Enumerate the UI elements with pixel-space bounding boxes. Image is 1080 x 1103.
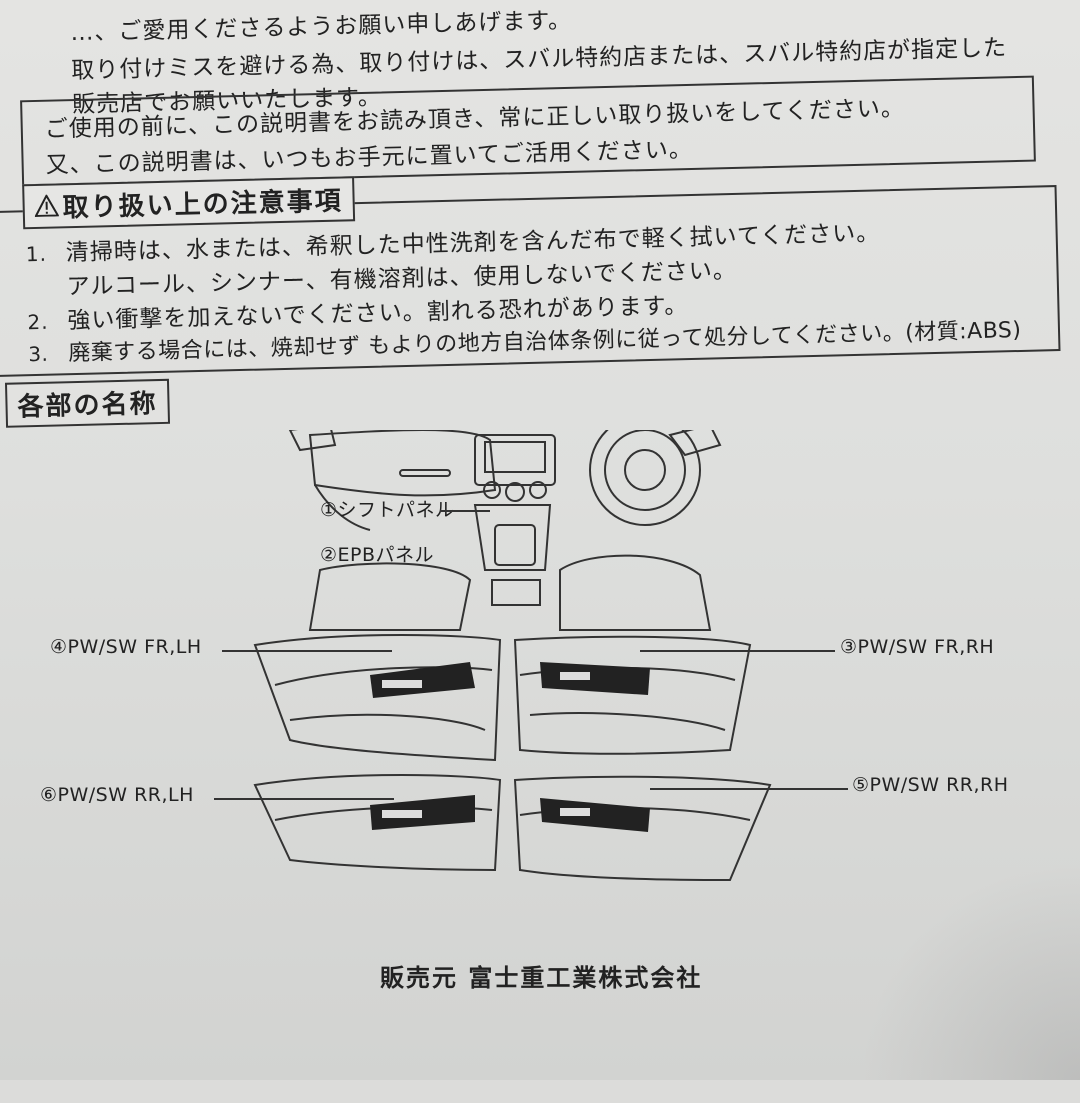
caution-heading-text: 取り扱い上の注意事項 (62, 186, 344, 224)
part-label-1: ①シフトパネル (320, 499, 455, 521)
caution-item-1-num: 1. (25, 241, 48, 267)
part-label-4: ④PW/SW FR,LH (50, 636, 202, 658)
caution-heading: 取り扱い上の注意事項 (22, 176, 356, 230)
leader-line-4 (222, 650, 392, 652)
caution-item-2-num: 2. (27, 309, 49, 335)
part-label-5: ⑤PW/SW RR,RH (852, 774, 1009, 796)
leader-line-6 (214, 798, 394, 800)
part-label-2: ②EPBパネル (320, 544, 435, 566)
part-label-6: ⑥PW/SW RR,LH (40, 784, 194, 806)
leader-line-1 (440, 510, 490, 512)
part-label-3: ③PW/SW FR,RH (840, 636, 995, 658)
warning-triangle-icon (34, 193, 60, 224)
leader-line-5 (650, 788, 848, 790)
caution-item-3-num: 3. (27, 341, 49, 367)
parts-heading: 各部の名称 (4, 378, 171, 428)
car-interior-diagram (253, 430, 772, 882)
publisher-footer: 販売元 富士重工業株式会社 (380, 964, 703, 992)
leader-line-3 (640, 650, 835, 652)
instruction-sheet: …、ご愛用くださるようお願い申しあげます。 取り付けミスを避ける為、取り付けは、… (0, 0, 1080, 1080)
